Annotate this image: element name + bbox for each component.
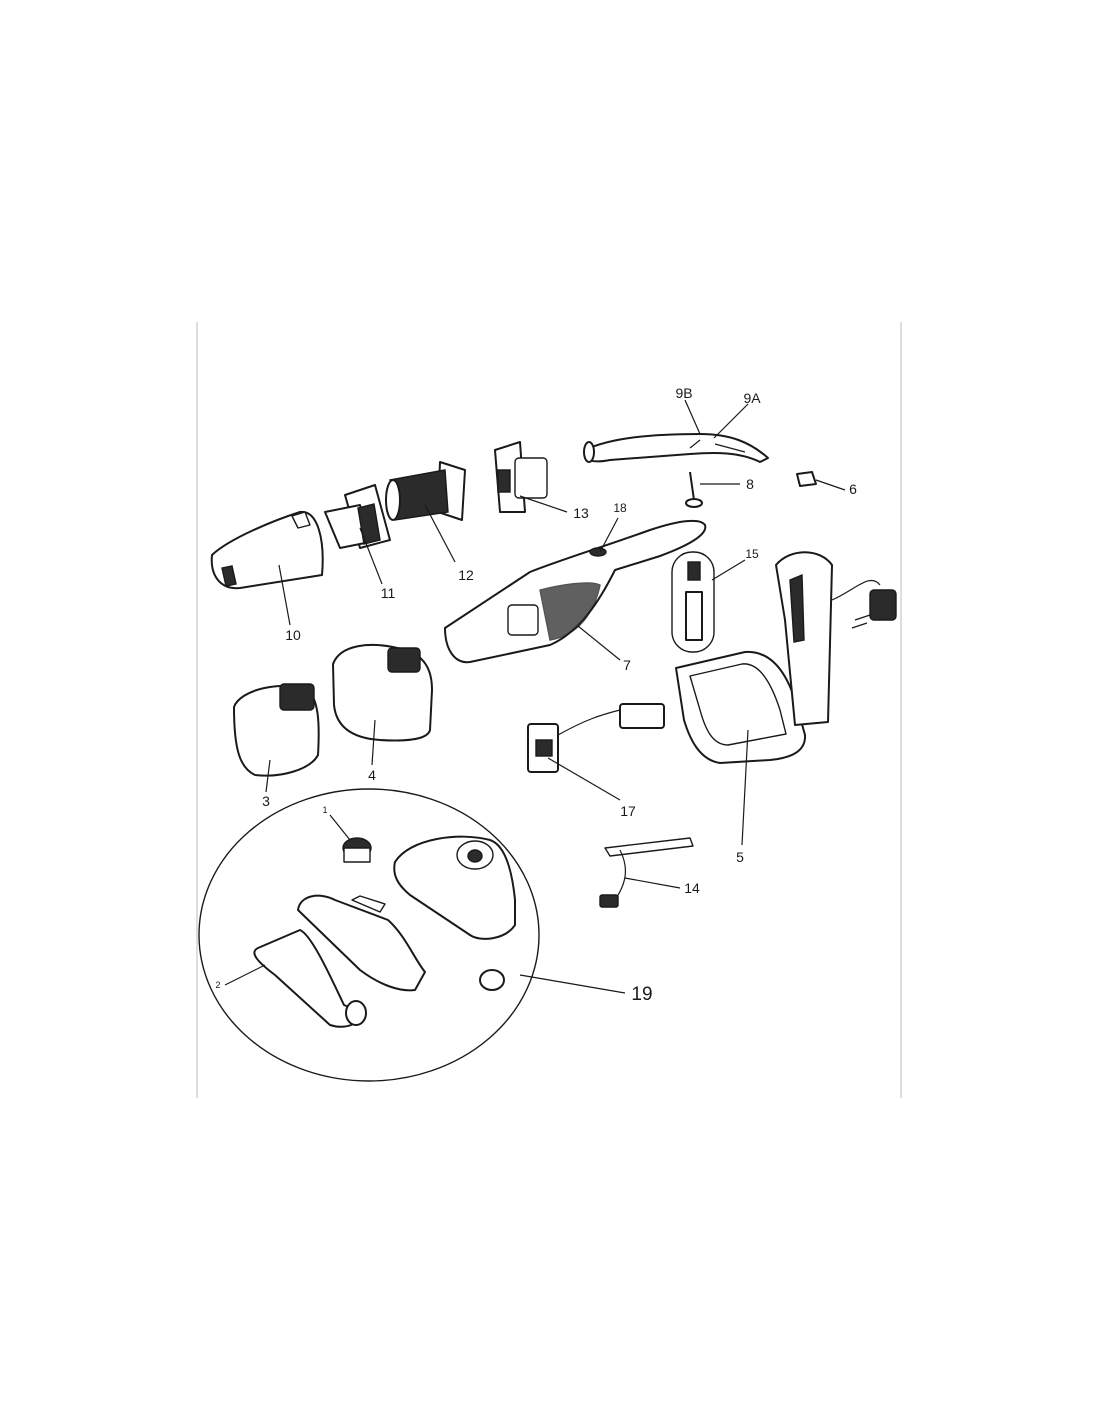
part-13-motor-unit	[494, 441, 548, 513]
part-3-battery	[233, 683, 320, 777]
part-14-wiring	[599, 837, 694, 908]
nozzle-base	[297, 894, 426, 992]
label-9b: 9B	[675, 385, 692, 401]
part-8-screw	[685, 471, 703, 508]
label-10: 10	[285, 627, 301, 643]
nozzle-head	[393, 835, 516, 940]
label-2: 2	[215, 980, 220, 990]
label-3: 3	[262, 793, 270, 809]
nozzle-wheel	[479, 969, 505, 991]
label-7: 7	[623, 657, 631, 673]
part-6-clip	[796, 471, 817, 487]
label-11: 11	[381, 585, 396, 601]
label-15: 15	[745, 547, 759, 561]
part-5-charging-dock	[675, 551, 897, 764]
label-9a: 9A	[743, 390, 761, 406]
label-12: 12	[458, 567, 474, 583]
part-10-dust-bowl	[210, 510, 324, 590]
part-1-cap	[342, 837, 372, 863]
part-19-floor-nozzle-kit	[198, 788, 540, 1082]
label-8: 8	[746, 476, 754, 492]
part-9-handle-cover	[583, 433, 769, 463]
part-2-brush-roll	[253, 929, 367, 1028]
part-17-electronics	[527, 703, 665, 773]
label-6: 6	[849, 481, 857, 497]
label-4: 4	[368, 767, 376, 783]
label-14: 14	[684, 880, 700, 896]
part-15-connector	[671, 551, 715, 653]
part-12-filter	[385, 461, 466, 521]
label-5: 5	[736, 849, 744, 865]
leader-lines	[224, 399, 846, 994]
label-19: 19	[631, 984, 652, 1005]
label-13: 13	[573, 505, 589, 521]
part-4-battery	[332, 644, 433, 742]
part-7-handheld-body	[444, 519, 707, 664]
label-1: 1	[322, 805, 327, 815]
part-11-prefilter	[324, 484, 391, 549]
label-17: 17	[620, 803, 636, 819]
label-18: 18	[613, 501, 627, 515]
